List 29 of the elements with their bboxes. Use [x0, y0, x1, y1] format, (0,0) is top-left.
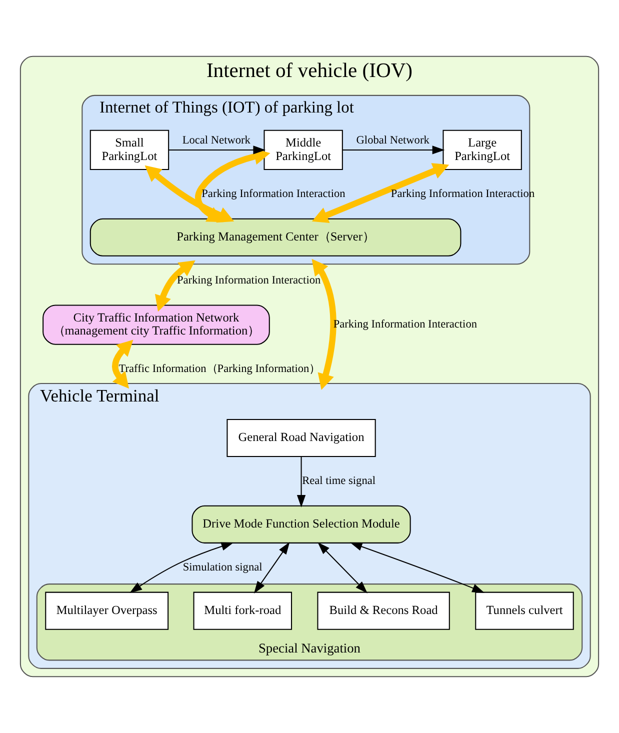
node-box: Multilayer Overpass [45, 592, 169, 630]
arrow [154, 260, 196, 312]
node-box: City Traffic Information Network （management city Traffic Information） [42, 304, 270, 345]
edge-label: Parking Information Interaction [202, 188, 346, 200]
node-box: Tunnels culvert [475, 592, 574, 630]
node-box: Large ParkingLot [442, 130, 522, 170]
arrow [318, 542, 368, 594]
edge-label: Traffic Information（Parking Information） [118, 362, 320, 375]
node-box: Build & Recons Road [317, 592, 450, 630]
node-box: General Road Navigation [226, 418, 376, 458]
arrow [254, 542, 290, 594]
arrow [112, 340, 134, 389]
edge-label: Real time signal [302, 475, 376, 488]
edge-label: Local Network [182, 134, 250, 147]
edge-label: Global Network [356, 134, 430, 147]
arrow [130, 542, 234, 593]
node-box: Parking Management Center（Server） [90, 218, 462, 256]
node-box: Multi fork-road [193, 592, 292, 630]
arrow [296, 456, 306, 508]
arrow [168, 146, 266, 154]
node-box: Drive Mode Function Selection Module [192, 505, 411, 544]
node-box: Middle ParkingLot [264, 130, 343, 170]
arrow [312, 163, 450, 224]
node-box: Small ParkingLot [90, 130, 170, 170]
edge-label: Simulation signal [182, 561, 262, 574]
edge-label: Parking Information Interaction [176, 274, 321, 286]
arrow [350, 542, 485, 593]
arrow [312, 258, 336, 390]
arrow [342, 146, 445, 154]
